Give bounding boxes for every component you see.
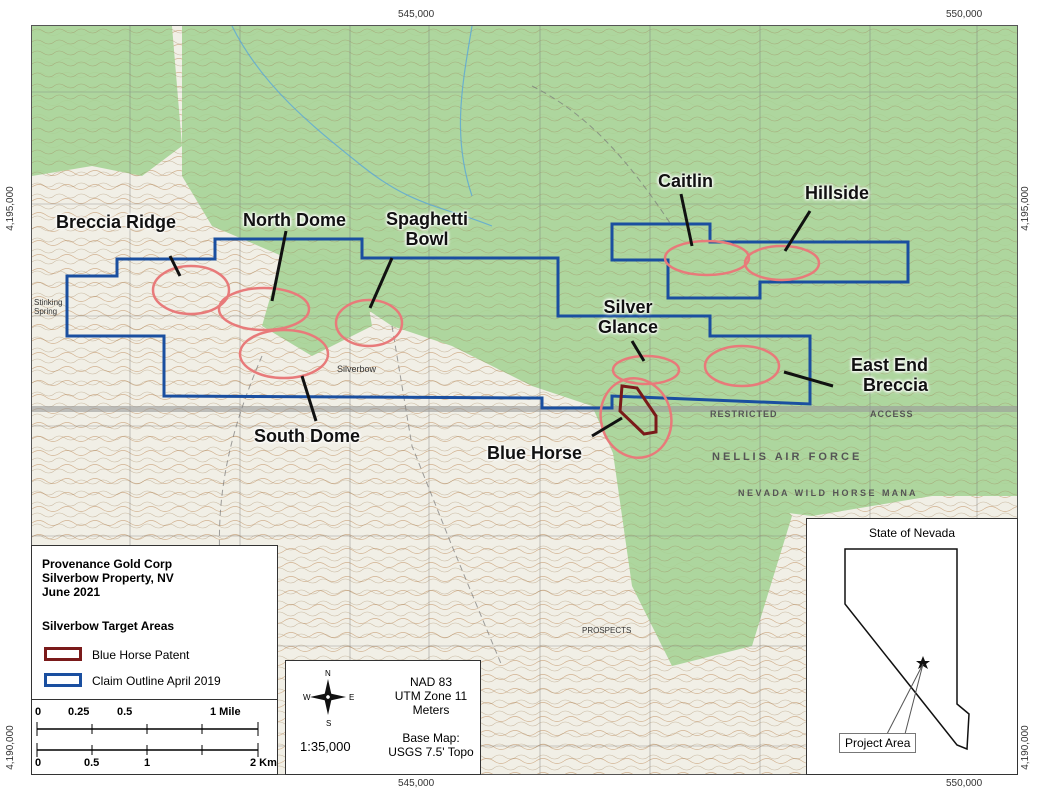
- compass-s: S: [326, 719, 332, 728]
- scale-km-1: 1: [144, 757, 151, 769]
- compass-e: E: [349, 693, 355, 702]
- coord-right-4190000: 4,190,000: [1019, 725, 1031, 770]
- scale-km-0: 0: [35, 757, 42, 769]
- compass-w: W: [303, 693, 311, 702]
- north-arrow-icon: [310, 679, 346, 715]
- restricted-label: RESTRICTED: [710, 409, 778, 419]
- legend-patent-label: Blue Horse Patent: [92, 648, 190, 662]
- scale-km-05: 0.5: [84, 757, 100, 769]
- claim-outline: [65, 237, 812, 410]
- nellis-label: N E L L I S A I R F O R C E: [712, 451, 860, 463]
- target-ellipse-silver-glance: [611, 354, 681, 386]
- base-map-source: USGS 7.5' Topo: [388, 745, 474, 759]
- prospects-label: PROSPECTS: [582, 626, 632, 635]
- legend-section-title: Silverbow Target Areas: [42, 619, 175, 633]
- legend-date: June 2021: [42, 585, 101, 599]
- target-ellipse-breccia-ridge: [151, 264, 231, 316]
- inset-title: State of Nevada: [868, 526, 956, 540]
- target-ellipses: [151, 239, 821, 459]
- coord-left-4195000: 4,195,000: [4, 186, 16, 231]
- project-area-label: Project Area: [839, 733, 917, 753]
- zone-label: UTM Zone 11: [394, 689, 468, 703]
- legend-claim-swatch: [44, 673, 82, 687]
- datum-label: NAD 83: [409, 675, 453, 689]
- coord-bottom-550000: 550,000: [946, 778, 983, 789]
- target-ellipse-spaghetti-bowl: [334, 298, 404, 348]
- scale-ticks: [36, 722, 259, 757]
- wild-horse-label: N E V A D A W I L D H O R S E M A N A: [738, 488, 916, 498]
- legend-company: Provenance Gold Corp: [42, 557, 173, 571]
- legend-patent-swatch: [44, 647, 82, 661]
- target-ellipse-caitlin: [663, 239, 751, 277]
- scale-km-2: 2 Km: [250, 757, 277, 769]
- stinking-spring-label: Stinking Spring: [34, 298, 63, 316]
- legend-property: Silverbow Property, NV: [42, 571, 174, 585]
- label-hillside[interactable]: Hillside: [805, 183, 870, 203]
- scale-mile-0: 0: [35, 706, 42, 718]
- coord-right-4195000: 4,195,000: [1019, 186, 1031, 231]
- target-ellipse-east-end-breccia: [703, 344, 781, 388]
- target-ellipse-hillside: [743, 244, 821, 282]
- scale-mile-05: 0.5: [117, 706, 133, 718]
- coord-top-545000: 545,000: [398, 9, 435, 20]
- leader-lines: [168, 193, 834, 438]
- label-caitlin[interactable]: Caitlin: [658, 171, 714, 191]
- legend-claim-label: Claim Outline April 2019: [92, 674, 221, 688]
- target-ellipse-blue-horse: [599, 377, 673, 459]
- scale-ratio: 1:35,000: [300, 739, 351, 754]
- target-ellipse-south-dome: [238, 328, 330, 380]
- silverbow-town-label: Silverbow: [337, 364, 377, 374]
- coord-top-550000: 550,000: [946, 9, 983, 20]
- blue-horse-patent: [618, 384, 658, 436]
- nevada-outline: [844, 548, 970, 751]
- label-spaghetti-bowl[interactable]: Spaghetti Bowl: [385, 209, 468, 249]
- units-label: Meters: [412, 703, 450, 717]
- nevada-inset[interactable]: State of Nevada Project Area: [806, 518, 1018, 775]
- scale-bar-panel: 0 0.25 0.5 1 Mile 0 0.5 1 2 Km: [31, 699, 278, 775]
- target-ellipse-north-dome: [217, 286, 311, 332]
- label-breccia-ridge[interactable]: Breccia Ridge: [56, 212, 177, 232]
- scale-mile-025: 0.25: [68, 706, 90, 718]
- label-south-dome[interactable]: South Dome: [254, 426, 360, 446]
- access-label: ACCESS: [870, 409, 914, 419]
- project-star-icon: [916, 656, 930, 669]
- coord-bottom-545000: 545,000: [398, 778, 435, 789]
- label-east-end-breccia[interactable]: East End Breccia: [850, 355, 928, 395]
- claim-outline-east: [610, 222, 910, 300]
- coord-left-4190000: 4,190,000: [4, 725, 16, 770]
- label-north-dome[interactable]: North Dome: [243, 210, 346, 230]
- base-map-label: Base Map:: [402, 731, 460, 745]
- projection-panel: N S E W NAD 83 UTM Zone 11 Meters 1:35,0…: [285, 660, 481, 775]
- restricted-boundary-line: [32, 406, 1017, 412]
- compass-n: N: [325, 669, 331, 678]
- scale-mile-1: 1 Mile: [210, 706, 241, 718]
- label-silver-glance[interactable]: Silver Glance: [597, 297, 659, 337]
- legend-panel: Provenance Gold Corp Silverbow Property,…: [31, 545, 278, 701]
- drainage-lines: [231, 26, 493, 227]
- label-blue-horse[interactable]: Blue Horse: [487, 443, 583, 463]
